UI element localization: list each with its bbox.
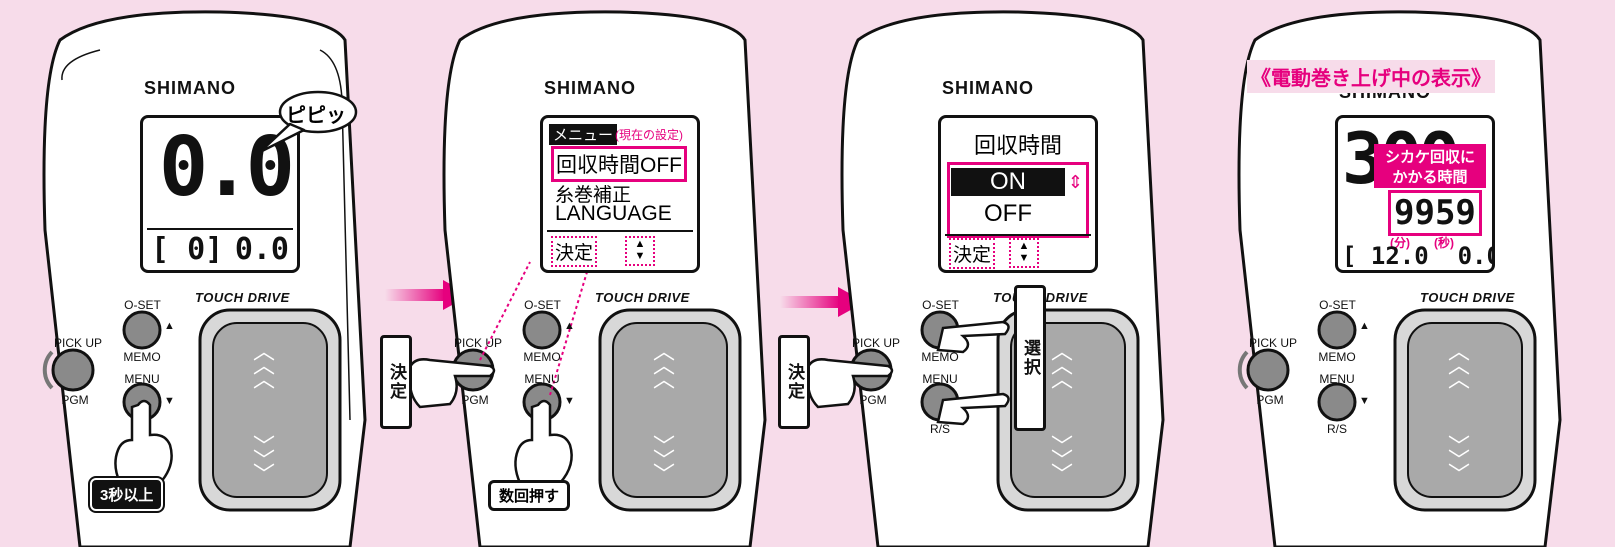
caption-box <box>1374 144 1486 188</box>
chevron-down-icon: ﹀﹀﹀ <box>253 434 276 487</box>
label-oset: O-SET <box>1319 298 1356 312</box>
touch-drive-logo: TOUCH DRIVE <box>195 290 290 305</box>
updown-softkey-icon: ▲▼ <box>625 236 655 266</box>
timer-readout: 9959 <box>1388 190 1482 236</box>
brand-logo: SHIMANO <box>942 78 1034 98</box>
updown-arrow-icon: ⇕ <box>1067 172 1083 192</box>
label-memo: MEMO <box>1318 350 1356 364</box>
label-pickup: PICK UP <box>851 336 900 350</box>
finger-point-icon <box>410 358 496 409</box>
bubble-text: ピピッ <box>286 105 346 127</box>
decide-tag: 決定 <box>380 335 412 429</box>
label-pgm: PGM <box>1256 393 1284 407</box>
lcd-screen: メニュー (現在の設定) 回収時間OFF 糸巻補正 LANGUAGE 決定 ▲▼ <box>540 115 700 273</box>
chevron-up-icon: ︿︿︿ <box>653 339 676 392</box>
option-on[interactable]: ON <box>951 168 1065 196</box>
sub-right-readout: 0.0 <box>234 232 289 267</box>
touch-drive-logo: TOUCH DRIVE <box>595 290 690 305</box>
chevron-down-icon: ﹀﹀﹀ <box>1448 434 1471 487</box>
updown-softkey-icon: ▲▼ <box>1009 238 1039 268</box>
label-oset: O-SET <box>124 298 161 312</box>
label-pickup: PICK UP <box>1248 336 1297 350</box>
select-tag: 選択 <box>1014 285 1046 431</box>
setting-title: 回収時間 <box>973 133 1062 158</box>
label-rs: R/S <box>929 422 950 436</box>
lcd-screen: 0.0 [ 0] 0.0 <box>140 115 300 273</box>
chevron-up-icon: ︿︿︿ <box>1051 339 1074 392</box>
press-times-label: 数回押す <box>488 480 571 511</box>
button-oset[interactable] <box>124 312 160 348</box>
decide-softkey: 決定 <box>551 236 598 267</box>
second-label: (秒) <box>1434 236 1454 250</box>
label-pgm: PGM <box>61 393 89 407</box>
down-triangle-icon: ▼ <box>164 395 175 407</box>
menu-title: メニュー <box>549 124 618 145</box>
up-triangle-icon: ▲ <box>1359 320 1370 332</box>
decide-softkey: 決定 <box>949 238 996 269</box>
panel-step-1: SHIMANO 0.0 [ 0] 0.0 ピピッ TOUCH DRIVE O-S… <box>40 0 420 547</box>
caption-line-2: かかる時間 <box>1392 169 1468 186</box>
decide-tag: 決定 <box>778 335 810 429</box>
speech-bubble <box>260 90 358 154</box>
sub-left-readout: [ 0] <box>151 232 224 267</box>
panel-step-3: SHIMANO 回収時間 ON OFF ⇕ 決定 ▲▼ TOUCH DRIVE … <box>778 0 1218 547</box>
chevron-up-icon: ︿︿︿ <box>1448 339 1471 392</box>
menu-item-language[interactable]: LANGUAGE <box>555 202 672 225</box>
hold-duration-label: 3秒以上 <box>90 478 164 511</box>
panel-step-2: SHIMANO メニュー (現在の設定) 回収時間OFF 糸巻補正 LANGUA… <box>380 0 820 547</box>
label-menu: MENU <box>124 372 160 386</box>
label-memo: MEMO <box>523 350 561 364</box>
touch-drive-logo: TOUCH DRIVE <box>1420 290 1515 305</box>
depth-readout: 0.0 <box>158 120 295 215</box>
label-pgm: PGM <box>859 393 887 407</box>
up-triangle-icon: ▲ <box>564 320 575 332</box>
lcd-screen: 300 シカケ回収に かかる時間 9959 (分) (秒) [ 12.0 0.0… <box>1335 115 1495 273</box>
down-triangle-icon: ▼ <box>1359 395 1370 407</box>
option-off[interactable]: OFF <box>984 200 1032 227</box>
button-pickup[interactable] <box>1248 350 1288 390</box>
label-menu: MENU <box>922 372 958 386</box>
lcd-screen: 回収時間 ON OFF ⇕ 決定 ▲▼ <box>938 115 1098 273</box>
brand-logo: SHIMANO <box>144 78 236 98</box>
brand-logo: SHIMANO <box>544 78 636 98</box>
chevron-down-icon: ﹀﹀﹀ <box>1051 434 1074 487</box>
finger-press-icon <box>114 399 173 485</box>
menu-item-line-correct[interactable]: 糸巻補正 <box>555 185 632 206</box>
minute-label: (分) <box>1390 236 1410 250</box>
label-oset: O-SET <box>922 298 959 312</box>
label-oset: O-SET <box>524 298 561 312</box>
button-oset[interactable] <box>1319 312 1355 348</box>
label-memo: MEMO <box>123 350 161 364</box>
caption-line-1: シカケ回収に <box>1384 149 1475 166</box>
label-memo: MEMO <box>921 350 959 364</box>
label-pickup: PICK UP <box>53 336 102 350</box>
label-pickup: PICK UP <box>453 336 502 350</box>
label-menu: MENU <box>1319 372 1355 386</box>
current-setting-note: (現在の設定) <box>615 128 683 142</box>
finger-point-icon <box>808 358 894 409</box>
label-pgm: PGM <box>461 393 489 407</box>
finger-select-icon <box>936 320 1010 426</box>
finger-press-icon <box>514 399 573 485</box>
chevron-down-icon: ﹀﹀﹀ <box>653 434 676 487</box>
option-box <box>947 162 1089 238</box>
button-menu[interactable] <box>1319 384 1355 420</box>
label-rs: R/S <box>1326 422 1347 436</box>
chevron-up-icon: ︿︿︿ <box>253 339 276 392</box>
button-pickup[interactable] <box>53 350 93 390</box>
label-menu: MENU <box>524 372 560 386</box>
panel-heading: 《電動巻き上げ中の表示》 <box>1247 60 1495 93</box>
up-triangle-icon: ▲ <box>164 320 175 332</box>
menu-item-collect-time[interactable]: 回収時間OFF <box>551 146 687 182</box>
down-triangle-icon: ▼ <box>564 395 575 407</box>
panel-step-4: SHIMANO 《電動巻き上げ中の表示》 300 シカケ回収に かかる時間 99… <box>1235 0 1615 547</box>
sub-readout: [ 12.0 0.0] <box>1342 242 1492 270</box>
